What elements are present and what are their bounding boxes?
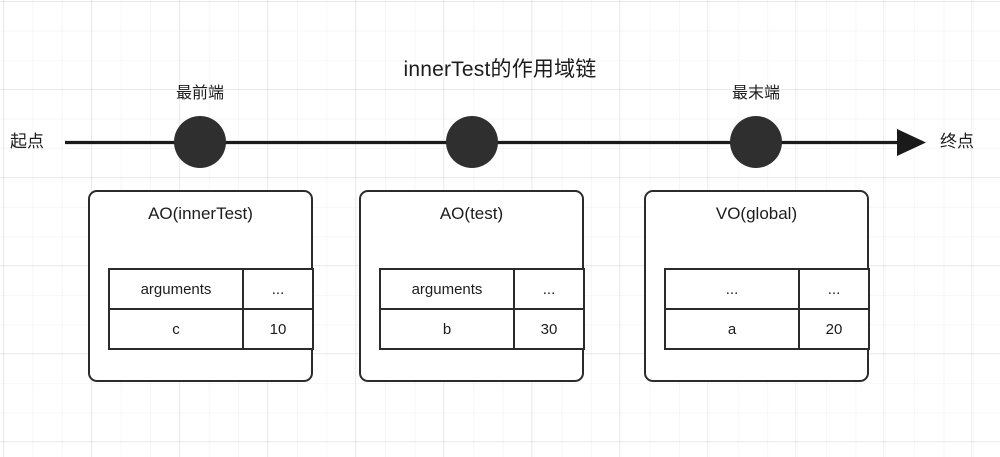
table-cell-value: 30	[513, 308, 585, 350]
scope-title: VO(global)	[715, 204, 798, 223]
table-cell-key: ...	[664, 268, 800, 310]
scope-title: AO(test)	[439, 204, 504, 223]
axis-start-label: 起点	[10, 132, 44, 151]
scope-box-test[interactable]: AO(test) arguments ... b 30	[359, 190, 585, 382]
table-cell-key: c	[108, 308, 244, 350]
node-label-front: 最前端	[175, 85, 224, 102]
scope-table: ... ... a 20	[664, 268, 870, 350]
table-row: b 30	[379, 308, 585, 350]
node-label-end: 最末端	[731, 85, 780, 102]
scope-box-global[interactable]: VO(global) ... ... a 20	[644, 190, 870, 382]
table-cell-key: a	[664, 308, 800, 350]
table-cell-value: 10	[242, 308, 314, 350]
table-row: ... ...	[664, 268, 870, 310]
axis-end-label: 终点	[940, 132, 974, 151]
scope-table: arguments ... b 30	[379, 268, 585, 350]
table-cell-key: arguments	[108, 268, 244, 310]
table-row: arguments ...	[108, 268, 314, 310]
arrow-right-icon	[897, 129, 926, 156]
scope-title: AO(innerTest)	[148, 204, 253, 223]
table-row: c 10	[108, 308, 314, 350]
table-row: arguments ...	[379, 268, 585, 310]
table-cell-value: ...	[798, 268, 870, 310]
chain-node-test[interactable]	[446, 116, 498, 168]
chain-node-global[interactable]	[730, 116, 782, 168]
table-cell-value: ...	[242, 268, 314, 310]
table-cell-value: 20	[798, 308, 870, 350]
scope-box-innertest[interactable]: AO(innerTest) arguments ... c 10	[88, 190, 314, 382]
table-row: a 20	[664, 308, 870, 350]
diagram-title: innerTest的作用域链	[403, 58, 597, 81]
chain-node-innertest[interactable]	[174, 116, 226, 168]
scope-table: arguments ... c 10	[108, 268, 314, 350]
table-cell-key: b	[379, 308, 515, 350]
table-cell-value: ...	[513, 268, 585, 310]
table-cell-key: arguments	[379, 268, 515, 310]
